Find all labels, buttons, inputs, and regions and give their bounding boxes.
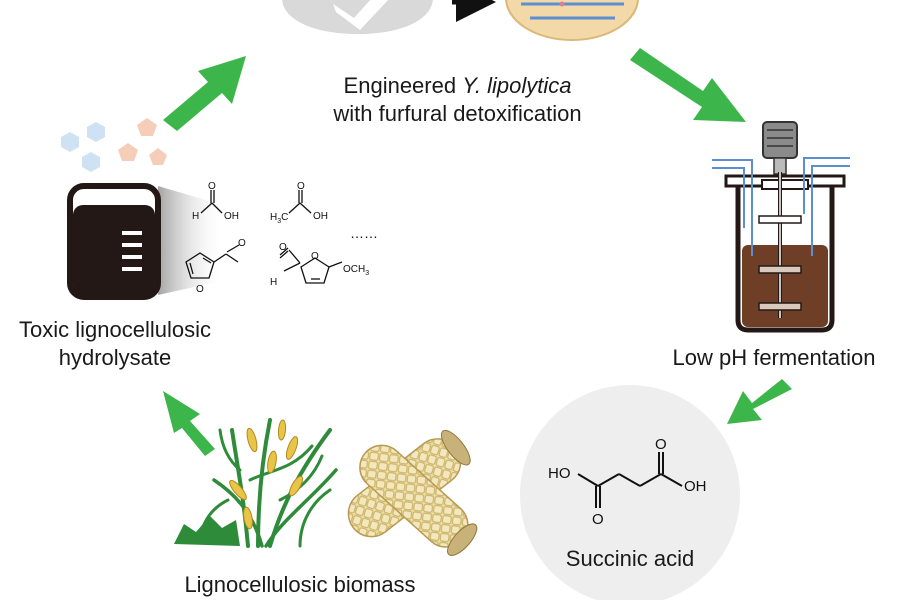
corn-plant-icon xyxy=(174,418,338,548)
chem-oh-acetic: OH xyxy=(313,211,328,222)
strain-species: Y. lipolytica xyxy=(462,73,572,98)
hydrolysate-label-line2: hydrolysate xyxy=(58,344,172,370)
beaker-icon xyxy=(67,183,226,300)
acetic-acid-structure xyxy=(288,190,312,214)
chem-o-furfural-ring: O xyxy=(196,284,204,295)
chem-o-succinic-2: O xyxy=(655,436,667,453)
product-label: Succinic acid xyxy=(565,546,695,571)
chem-o: O xyxy=(208,181,216,192)
arrow-to-fermentation xyxy=(630,48,746,122)
hydrolysate-label-line1: Toxic lignocellulosic xyxy=(19,317,211,342)
ellipsis: …… xyxy=(350,225,378,241)
chem-oh-succinic: OH xyxy=(684,478,707,495)
strain-label-prefix: Engineered xyxy=(343,73,463,98)
yeast-cell-icon xyxy=(282,0,433,34)
chem-h3c: H3C xyxy=(270,212,288,225)
chem-h-hmf: H xyxy=(270,277,277,288)
plasmid-icon xyxy=(505,0,639,41)
corn-cob-icon xyxy=(347,429,478,556)
arrow-to-strain xyxy=(163,56,246,131)
arrow-to-product xyxy=(727,379,792,424)
hydrolysate-label: Toxic lignocellulosic hydrolysate xyxy=(0,316,230,371)
chem-ho: HO xyxy=(548,465,571,482)
furfural-structure xyxy=(185,244,240,279)
fermentation-label: Low pH fermentation xyxy=(672,345,876,370)
chem-o-hmf: O xyxy=(279,242,287,253)
chem-o-acetic: O xyxy=(297,181,305,192)
succinic-acid-structure xyxy=(577,452,683,508)
chem-och3: OCH3 xyxy=(343,264,369,277)
biomass-label: Lignocellulosic biomass xyxy=(184,572,416,597)
bioreactor-icon xyxy=(712,121,850,333)
chem-o-hmf-ring: O xyxy=(311,251,319,262)
hexose-icon xyxy=(61,122,105,172)
pentose-icon xyxy=(118,118,167,165)
arrow-to-hydrolysate xyxy=(163,391,215,456)
strain-label-line2: with furfural detoxification xyxy=(333,100,582,126)
chem-oh: OH xyxy=(224,211,239,222)
chem-o-furfural: O xyxy=(238,238,246,249)
chem-o-succinic-1: O xyxy=(592,511,604,528)
succinic-acid-panel: HO OH O O xyxy=(520,385,740,600)
strain-label: Engineered Y. lipolytica with furfural d… xyxy=(300,72,615,127)
methoxyfurfural-structure xyxy=(279,247,343,284)
formic-acid-structure xyxy=(200,190,223,214)
chem-h: H xyxy=(192,211,199,222)
